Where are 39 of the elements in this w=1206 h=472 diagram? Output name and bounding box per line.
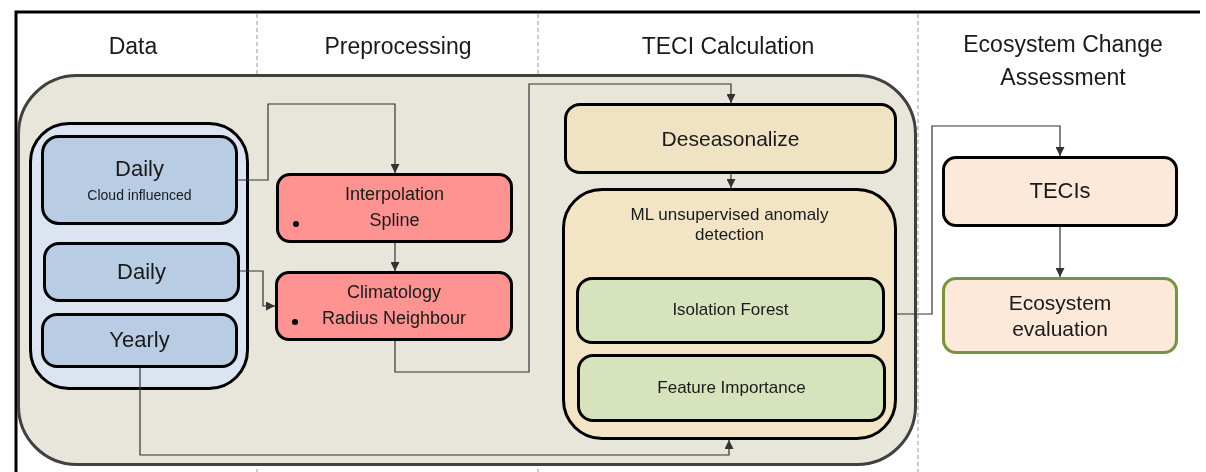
bullet-item: Radius Neighbour <box>321 308 467 330</box>
node-label: Isolation Forest <box>672 300 789 321</box>
node-label: Climatology <box>346 282 441 304</box>
node-label: Daily <box>117 258 166 286</box>
output-box <box>942 277 1178 354</box>
arrow <box>726 173 736 189</box>
arrow <box>237 103 400 181</box>
bullet-item: Spline <box>369 210 420 232</box>
process-box <box>276 173 513 243</box>
column-heading: Preprocessing <box>323 32 473 61</box>
node-label: Yearly <box>109 327 170 354</box>
node-label: Ecosystem evaluation <box>1007 290 1113 341</box>
process-box <box>275 271 513 341</box>
node-label: TECIs <box>1029 178 1091 205</box>
process-box <box>564 103 897 174</box>
column-heading: Ecosystem Change Assessment <box>962 30 1164 93</box>
arrow <box>896 125 1065 315</box>
node-label: Daily <box>115 156 164 183</box>
data-box <box>41 135 238 225</box>
node-label: Feature Importance <box>657 377 806 399</box>
column-heading: TECI Calculation <box>640 32 816 61</box>
arrow <box>239 270 276 311</box>
process-band <box>17 74 917 466</box>
method-box <box>576 277 885 344</box>
node-label: ML unsupervised anomaly detection <box>629 205 830 246</box>
data-box <box>43 242 240 302</box>
node-label: Interpolation <box>344 184 445 206</box>
arrow <box>1055 226 1065 278</box>
data-box <box>41 313 238 368</box>
node-label: Deseasonalize <box>661 125 800 152</box>
arrow <box>394 83 736 373</box>
node-sublabel: Cloud influenced <box>87 186 192 204</box>
arrow <box>390 242 400 272</box>
group-box <box>562 188 897 440</box>
arrow <box>139 367 734 456</box>
method-box <box>577 354 886 422</box>
output-box <box>942 156 1178 227</box>
data-group <box>29 122 249 390</box>
column-heading: Data <box>107 32 159 61</box>
